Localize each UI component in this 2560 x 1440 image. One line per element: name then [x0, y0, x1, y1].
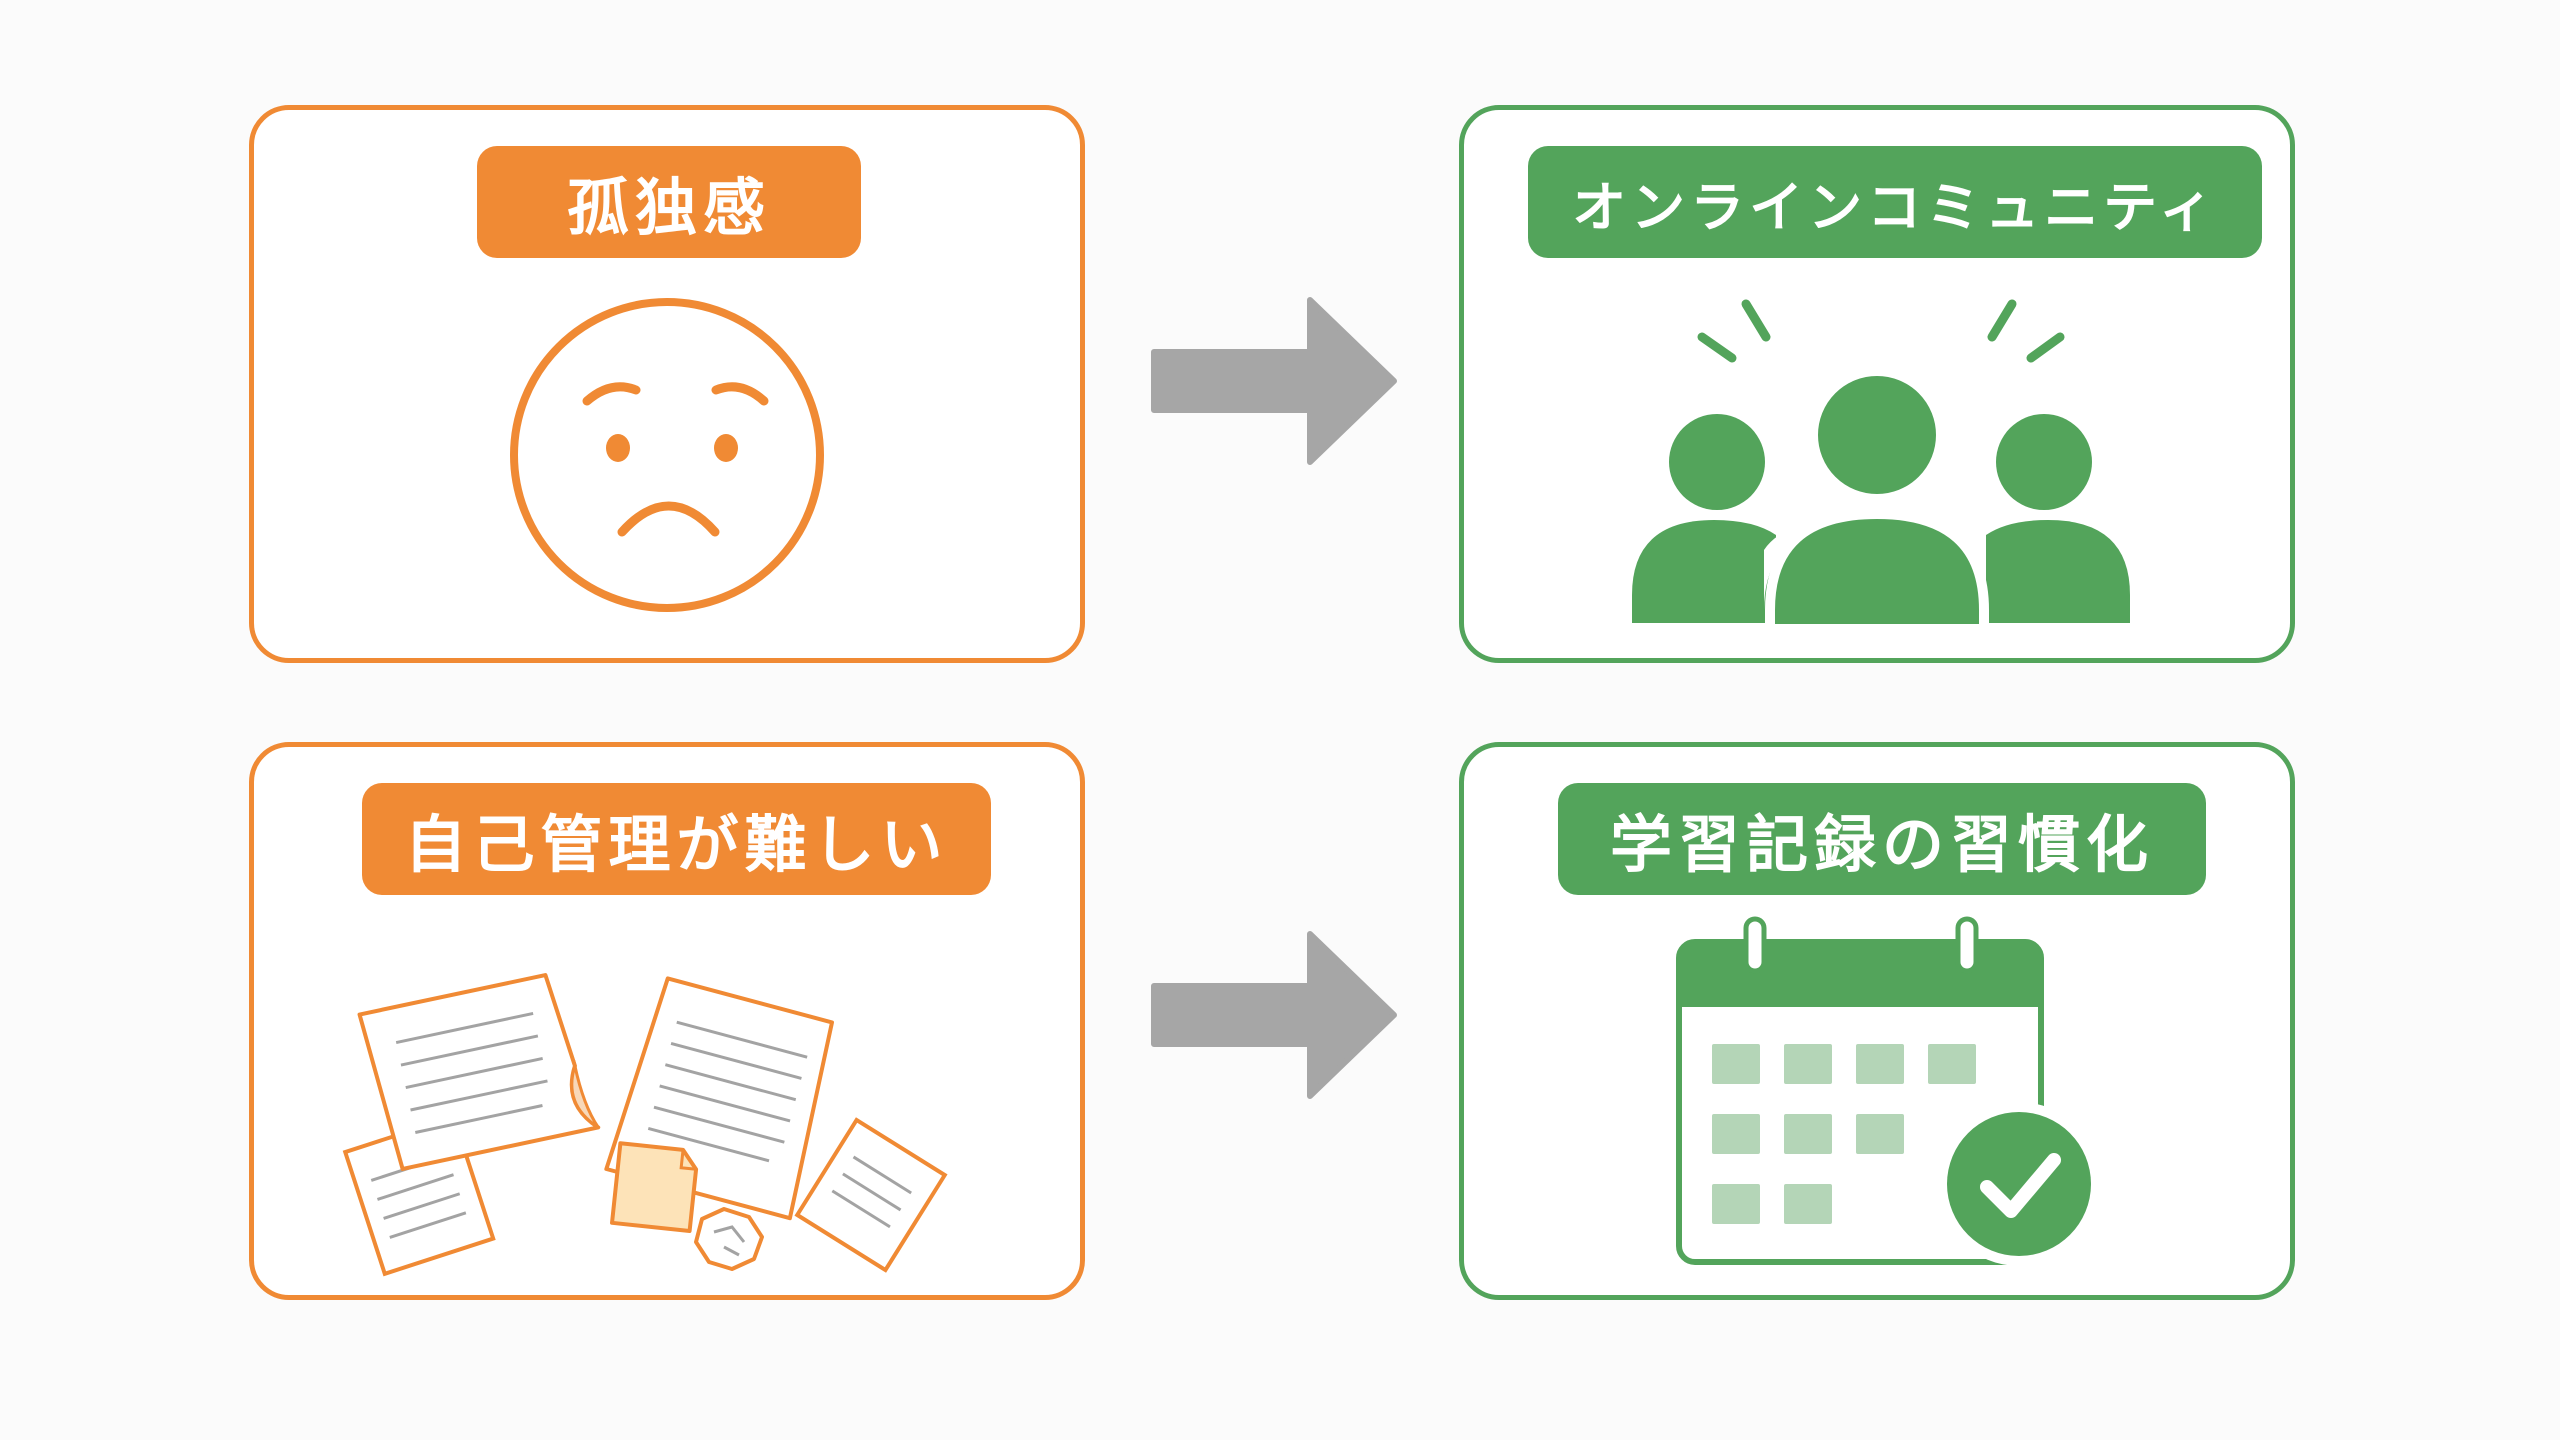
solution-card-study-habit: 学習記録の習慣化 — [1459, 742, 2295, 1300]
calendar-check-icon — [1676, 916, 2101, 1266]
solution-label-study-habit: 学習記録の習慣化 — [1558, 783, 2206, 895]
problem-label-self-management: 自己管理が難しい — [362, 783, 991, 895]
problem-card-self-management: 自己管理が難しい — [249, 742, 1085, 1300]
sad-face-icon — [510, 298, 824, 612]
solution-card-community: オンラインコミュニティ — [1459, 105, 2295, 663]
right-arrow-icon — [1151, 931, 1397, 1099]
problem-label-loneliness: 孤独感 — [477, 146, 861, 258]
solution-label-community: オンラインコミュニティ — [1528, 146, 2262, 258]
right-arrow-icon — [1151, 297, 1397, 465]
group-people-icon — [1632, 299, 2130, 634]
problem-card-loneliness: 孤独感 — [249, 105, 1085, 663]
scattered-papers-icon — [342, 973, 948, 1277]
